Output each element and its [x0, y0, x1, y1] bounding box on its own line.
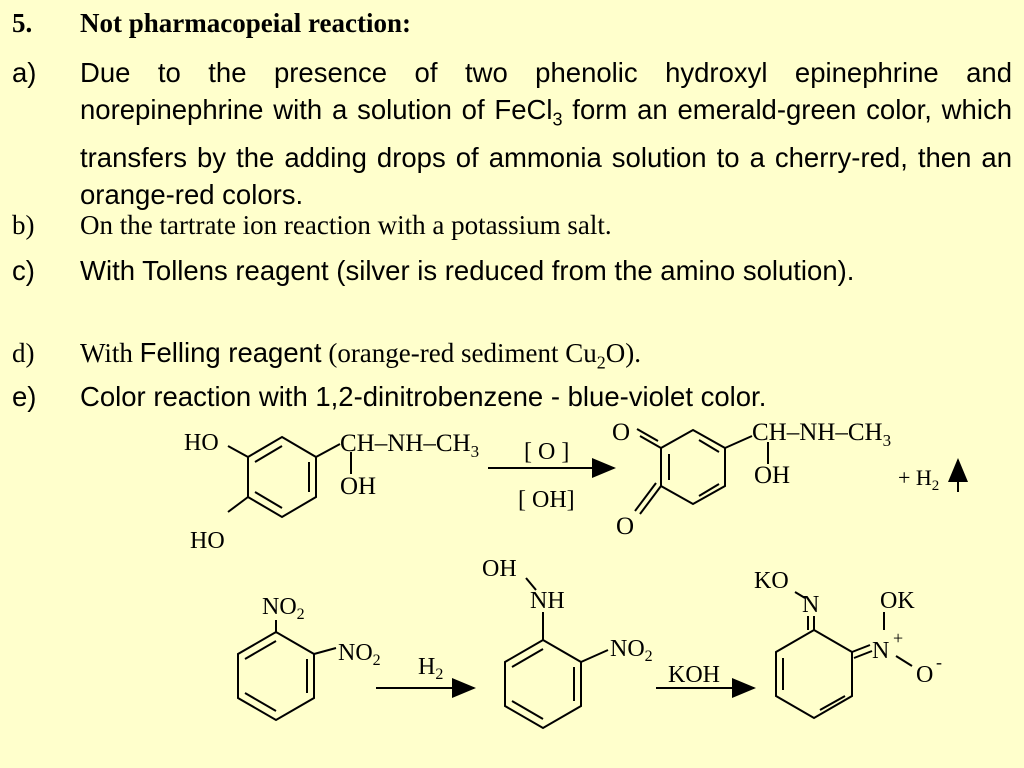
label-nh: NH [530, 588, 565, 614]
label-no2-a: NO2 [262, 594, 305, 623]
label-no2-b: NO2 [338, 640, 381, 669]
label-no2-c: NO2 [610, 636, 653, 665]
label-oh: OH [340, 473, 376, 500]
label-o-bottom: O [616, 513, 634, 540]
heading-title: Not pharmacopeial reaction: [80, 8, 411, 38]
label-product-chain: CH–NH–CH3 [752, 419, 891, 450]
benzene-ring-epinephrine [247, 435, 317, 519]
label-o-minus: O [916, 662, 933, 688]
item-marker: b) [12, 210, 35, 240]
scheme-2-labels: NO2 NO2 H2 OH NH NO2 KOH KO N OK N + O - [262, 556, 942, 688]
label-hydrogen-gas: + H2 [898, 465, 939, 494]
label-ko: KO [754, 568, 789, 594]
label-ok: OK [880, 588, 915, 614]
reagent-koh: KOH [668, 662, 720, 688]
label-chain: CH–NH–CH3 [340, 430, 479, 461]
item-text: On the tartrate ion reaction with a pota… [80, 210, 612, 240]
reagent-oxidation: [ O ] [524, 439, 569, 465]
heading-number: 5. [12, 8, 33, 38]
benzene-ring-hydroxylamine [504, 638, 582, 730]
item-text: Color reaction with 1,2-dinitrobenzene -… [80, 381, 767, 412]
item-marker: d) [12, 338, 35, 368]
label-oh-hydroxylamine: OH [482, 556, 517, 582]
item-text: With Felling reagent (orange-red sedimen… [80, 337, 641, 373]
scheme-2 [237, 577, 913, 730]
label-plus-charge: + [893, 628, 903, 648]
reagent-hydrogen: H2 [418, 654, 443, 683]
item-marker: e) [12, 381, 37, 412]
label-ho-bottom: HO [190, 528, 225, 554]
item-text: Due to the presence of two phenolic hydr… [80, 57, 1012, 210]
label-n1: N [802, 592, 819, 618]
label-product-oh: OH [754, 462, 790, 489]
scheme-1-labels: HO HO CH–NH–CH3 OH [ O ] [ OH] O O CH–NH… [184, 419, 939, 554]
item-marker: a) [12, 57, 37, 88]
reagent-hydroxide: [ OH] [518, 487, 575, 513]
label-o-top: O [612, 419, 630, 446]
benzene-ring-dinitro [237, 630, 315, 722]
item-marker: c) [12, 255, 35, 286]
quinone-ring [660, 428, 726, 506]
label-n2: N [872, 638, 889, 664]
item-text: With Tollens reagent (silver is reduced … [80, 255, 855, 286]
quinoid-ring [775, 628, 853, 720]
label-ho-top: HO [184, 430, 219, 456]
label-minus-charge: - [936, 652, 942, 672]
scheme-1 [227, 428, 968, 519]
